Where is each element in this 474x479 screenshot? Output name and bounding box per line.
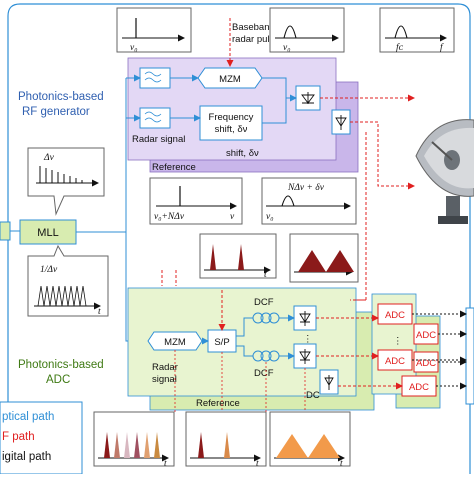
reference-top-label: Reference <box>152 162 196 173</box>
spec5-nu0: ν₀ <box>266 212 274 222</box>
waveform-box-2 <box>289 233 359 283</box>
spec2-nu0: ν₀ <box>283 43 291 53</box>
adc-1-label: ADC <box>385 310 405 321</box>
spectrum-box-3: fᴄ f <box>379 7 455 53</box>
rf-to-adc-red-path <box>161 270 177 286</box>
wf1-t: t <box>264 270 267 280</box>
inv-delta-nu-label: 1/Δν <box>40 265 58 275</box>
digital-output-bus <box>465 307 474 405</box>
input-stub <box>0 221 11 241</box>
freq-shift-label-2: shift, δν <box>215 124 248 135</box>
spec4-label: ν₀+NΔν <box>154 212 185 222</box>
radar-signal-bottom-label-2: signal <box>152 374 177 385</box>
adc-section-title-2: ADC <box>46 374 70 386</box>
adc-dots: ⋮ <box>393 336 403 347</box>
spec3-fc: fᴄ <box>396 42 404 53</box>
mzm-top-label: MZM <box>219 74 241 85</box>
spectrum-box-4: ν₀+NΔν ν <box>149 177 243 225</box>
antenna-dish-icon <box>415 119 474 224</box>
mzm-top: MZM <box>197 67 263 89</box>
mzm-bottom: MZM <box>147 331 203 351</box>
digital-paths <box>412 310 467 390</box>
wf3-t: t <box>164 459 167 469</box>
spectrum-box-2: ν₀ <box>269 7 345 53</box>
adc-box-1: ADC <box>377 303 413 325</box>
adc-2-label: ADC <box>385 356 405 367</box>
legend-digital: igital path <box>2 451 51 463</box>
spectrum-box-1: ν₀ <box>116 7 192 53</box>
spec1-nu0: ν₀ <box>130 43 138 53</box>
adc-box-3: ADC <box>401 375 437 397</box>
waveform-connectors <box>174 350 306 412</box>
dcf-label-1: DCF <box>254 297 274 308</box>
rf-generator-title-2: RF generator <box>22 106 90 118</box>
waveform-box-4: t <box>185 411 267 469</box>
radar-signal-bottom-label-1: Radar <box>152 362 178 373</box>
rf-generator-title-1: Photonics-based <box>18 91 104 103</box>
adc-back-1-label: ADC <box>416 330 436 341</box>
adc-box-2: ADC <box>377 349 413 371</box>
photodetector-rf-back <box>331 109 351 135</box>
radar-signal-top-label: Radar signal <box>132 134 185 145</box>
spec4-nu: ν <box>230 212 235 222</box>
wf4-t: t <box>256 459 259 469</box>
photodetector-adc-2 <box>293 343 317 369</box>
photodetector-adc-back <box>319 369 339 395</box>
baseband-label-1: Baseband <box>232 22 275 33</box>
spec5-label: NΔν + δν <box>287 183 325 193</box>
legend-optical: ptical path <box>2 411 54 423</box>
photodetector-adc-1 <box>293 305 317 331</box>
sp-label: S/P <box>214 337 229 348</box>
spectrum-box-5: NΔν + δν ν₀ <box>261 177 357 225</box>
system-boundary <box>7 3 471 474</box>
dc-back-label: DC <box>306 390 320 401</box>
adc-red-paths <box>218 290 403 390</box>
adc-box-back-1: ADC <box>413 323 439 345</box>
reference-bottom-label: Reference <box>196 398 240 409</box>
baseband-label-2: radar pulse <box>232 34 280 45</box>
comb-spectrum-box: Δν <box>27 147 105 216</box>
mzm-bottom-label: MZM <box>164 337 186 348</box>
rf-optical-paths <box>125 74 297 232</box>
dcf-label-2: DCF <box>254 368 274 379</box>
filter-top <box>139 67 171 89</box>
adc-box-back-2: ADC <box>413 351 439 373</box>
pulse-train-box: 1/Δν t <box>27 244 109 317</box>
delta-nu-label: Δν <box>43 153 55 163</box>
mll-label: MLL <box>37 227 58 239</box>
adc-3-label: ADC <box>409 382 429 393</box>
pd-dots: ⋮ <box>303 334 313 345</box>
filter-bottom <box>139 107 171 129</box>
mll-block: MLL <box>19 219 77 245</box>
freq-shift-label-1: Frequency <box>209 112 254 123</box>
waveform-box-3: t <box>93 411 175 469</box>
pulse-t-label: t <box>98 307 101 317</box>
freq-shift-box: Frequency shift, δν <box>199 105 263 141</box>
photodetector-rf <box>295 85 321 111</box>
legend: ptical path F path igital path <box>0 401 83 475</box>
sp-box: S/P <box>207 329 237 353</box>
shift-back-label: shift, δν <box>226 148 259 159</box>
adc-section-title-1: Photonics-based <box>18 359 104 371</box>
waveform-box-1: t <box>199 233 277 280</box>
adc-back-2-label: ADC <box>416 358 436 369</box>
waveform-box-5: t <box>269 411 351 469</box>
legend-rf: F path <box>2 431 35 443</box>
wf5-t: t <box>340 459 343 469</box>
spec3-f: f <box>440 42 444 53</box>
adc-optical-paths <box>202 314 295 360</box>
